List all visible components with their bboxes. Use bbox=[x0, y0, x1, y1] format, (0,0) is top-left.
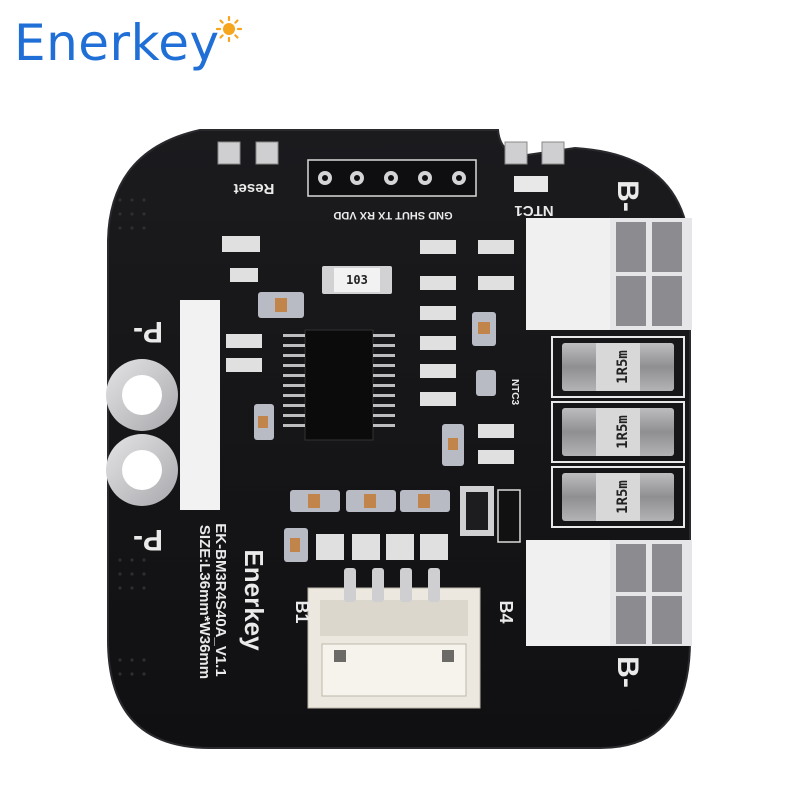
brand-logo: Enerkey bbox=[14, 14, 242, 72]
silkscreen-text: Reset GND SHUT TX RX VDD NTC1 NTC3 B- B-… bbox=[133, 180, 644, 688]
header-pins-label: GND SHUT TX RX VDD bbox=[333, 209, 452, 221]
header-pins bbox=[307, 159, 477, 197]
ntc1-label: NTC1 bbox=[514, 202, 553, 219]
chip-103: 103 bbox=[322, 266, 392, 294]
brand-name: Enerkey bbox=[14, 14, 220, 72]
model-label: EK-BM3R4S40A_V1.1 bbox=[212, 523, 229, 676]
b-minus-top-pads bbox=[526, 218, 692, 330]
size-label: SIZE:L36mm*W36mm bbox=[196, 525, 213, 679]
pcb-vias bbox=[118, 198, 146, 676]
sun-icon bbox=[215, 16, 242, 42]
b1-label: B1 bbox=[292, 600, 312, 623]
ntc3-label: NTC3 bbox=[509, 379, 520, 406]
smd-components bbox=[222, 236, 521, 562]
b-minus-top-label: B- bbox=[611, 180, 644, 212]
resistor-label-3: 1R5m bbox=[615, 480, 631, 514]
main-ic bbox=[283, 329, 395, 441]
p-minus-holes bbox=[106, 359, 178, 506]
shunt-labels: 1R5m 1R5m 1R5m bbox=[615, 350, 631, 514]
reset-pads bbox=[217, 141, 279, 165]
resistor-label-1: 1R5m bbox=[615, 350, 631, 384]
p-minus-pad bbox=[180, 300, 220, 510]
reset-label: Reset bbox=[234, 180, 275, 197]
p-minus-top-label: P- bbox=[133, 315, 163, 348]
b-minus-bottom-pads bbox=[526, 540, 692, 646]
shunt-resistors bbox=[551, 336, 685, 528]
battery-connector bbox=[307, 568, 481, 709]
resistor-label-2: 1R5m bbox=[615, 415, 631, 449]
p-minus-bottom-label: P- bbox=[133, 523, 163, 556]
pcb-logo-label: Enerkey bbox=[239, 549, 269, 651]
b4-label: B4 bbox=[496, 600, 516, 623]
b-minus-bottom-label: B- bbox=[611, 656, 644, 688]
svg-text:103: 103 bbox=[346, 273, 368, 287]
ntc1-pads bbox=[504, 141, 565, 192]
